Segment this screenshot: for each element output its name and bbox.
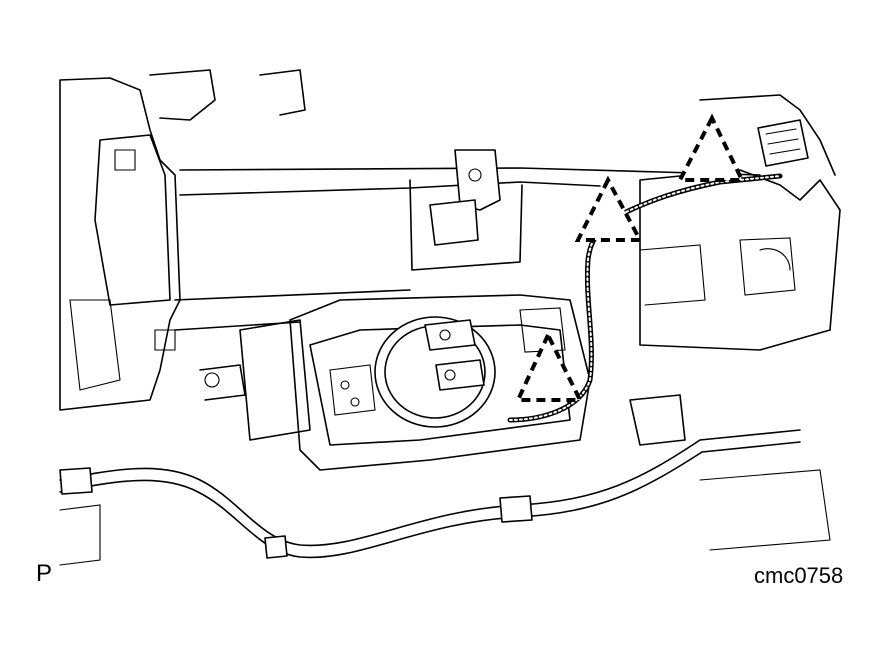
clip-marker-triangle [676, 113, 746, 182]
view-letter: P [36, 560, 53, 587]
clip-marker-triangle [514, 330, 584, 402]
shift-lock-unit [374, 316, 496, 428]
wire-harness [507, 173, 783, 423]
figure-code: cmc0758 [754, 563, 844, 588]
right-panel [639, 94, 841, 351]
left-frame [59, 69, 306, 411]
floor-harness [59, 394, 831, 566]
clip-marker-triangle [574, 175, 644, 242]
clip-markers [514, 113, 746, 402]
crossmember [174, 149, 761, 331]
